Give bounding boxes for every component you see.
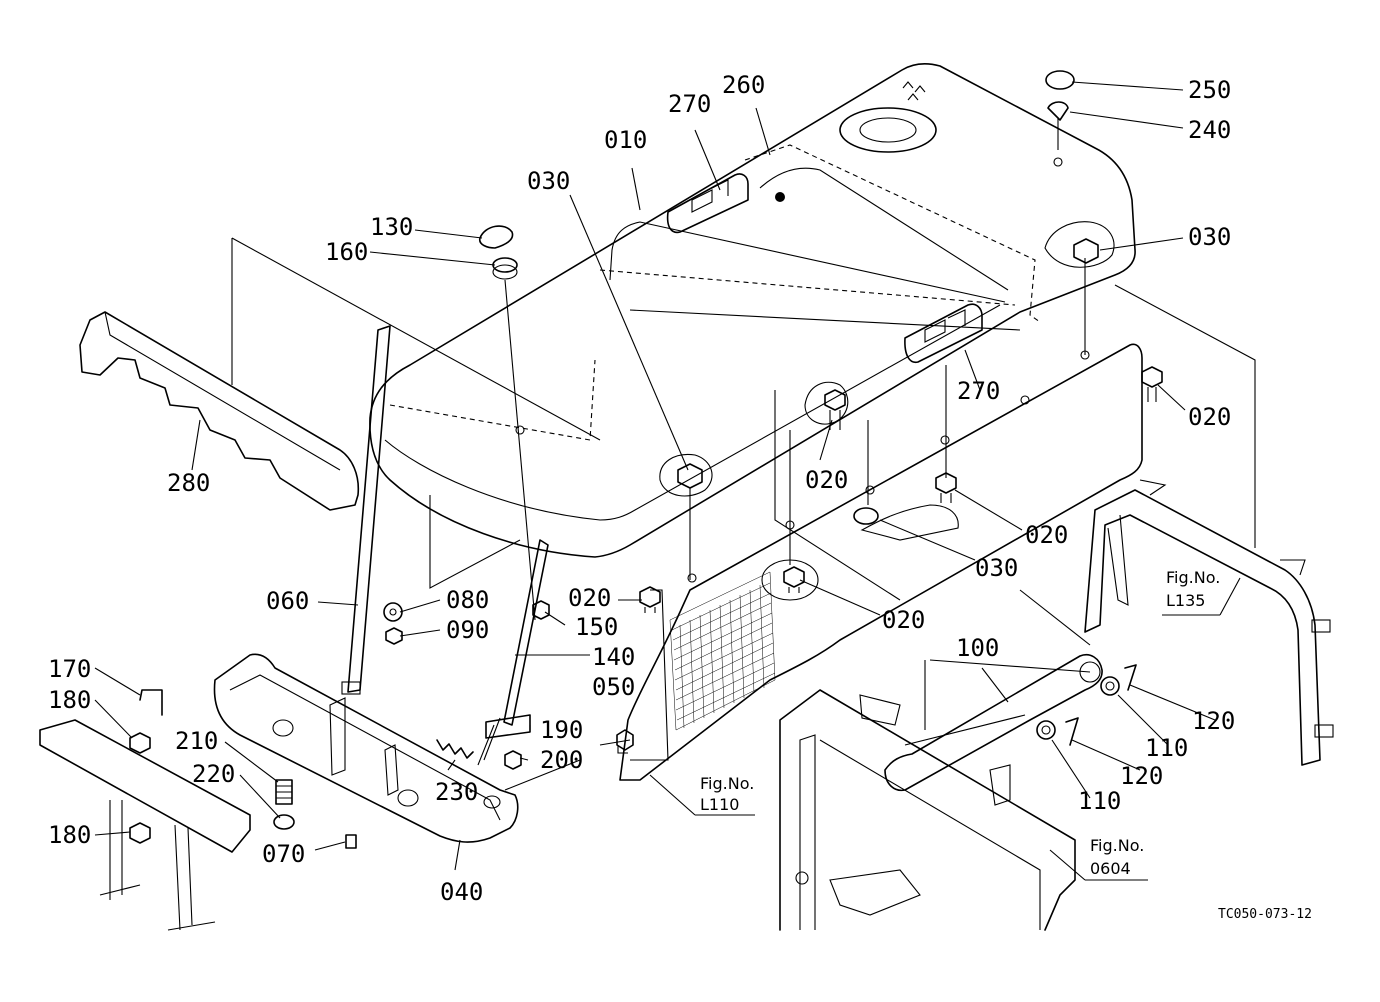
hood-seal-260: [775, 192, 785, 202]
label-260: 260: [722, 71, 765, 99]
bonnet-010: [369, 63, 1136, 558]
label-140: 140: [592, 643, 635, 671]
cap-250: [1045, 70, 1075, 90]
pin-120-a: [1124, 664, 1137, 691]
bolt-020-d: [639, 586, 661, 613]
label-180-top: 180: [48, 686, 91, 714]
grille-mesh: [671, 582, 776, 729]
label-020-right: 020: [1188, 403, 1231, 431]
label-200: 200: [540, 746, 583, 774]
alignment-lines: [231, 237, 1256, 730]
label-020-lower: 020: [1025, 521, 1068, 549]
label-280: 280: [167, 469, 210, 497]
link-arm-100: [884, 654, 1103, 792]
label-050: 050: [592, 673, 635, 701]
label-230: 230: [435, 778, 478, 806]
spring-210: [275, 779, 293, 805]
u-bolt-170: [139, 689, 163, 716]
nuts-030: [677, 238, 1099, 525]
label-210: 210: [175, 727, 218, 755]
fig-ref-l110-prefix: Fig.No.: [700, 774, 754, 793]
label-070: 070: [262, 840, 305, 868]
label-120-left: 120: [1120, 762, 1163, 790]
label-060: 060: [266, 587, 309, 615]
front-frame-040: [213, 653, 519, 843]
label-040: 040: [440, 878, 483, 906]
damper-220: [273, 814, 295, 830]
pin-240: [1047, 101, 1069, 150]
label-010: 010: [604, 126, 647, 154]
nut-180-a: [129, 732, 151, 754]
label-030-top: 030: [527, 167, 570, 195]
label-110-right: 110: [1145, 734, 1188, 762]
label-020-mid: 020: [805, 466, 848, 494]
side-cover: [619, 343, 1143, 781]
callout-labels: 010 270 260 030 130 160 250 240 030 020 …: [48, 71, 1235, 906]
washer-110-a: [1100, 676, 1120, 696]
figure-references: Fig.No. L110 Fig.No. L135 Fig.No. 0604: [700, 568, 1220, 878]
bracket-190: [485, 714, 531, 739]
rod-140: [477, 539, 549, 766]
side-panel-280: [79, 311, 360, 511]
label-080: 080: [446, 586, 489, 614]
spring-230: [436, 739, 474, 759]
label-170: 170: [48, 655, 91, 683]
label-030-right: 030: [1188, 223, 1231, 251]
label-120-right: 120: [1192, 707, 1235, 735]
label-250: 250: [1188, 76, 1231, 104]
fig-ref-0604-prefix: Fig.No.: [1090, 836, 1144, 855]
label-030-lower: 030: [975, 554, 1018, 582]
label-100: 100: [956, 634, 999, 662]
label-270-mid: 270: [957, 377, 1000, 405]
label-180-bottom: 180: [48, 821, 91, 849]
screw-070: [345, 834, 357, 849]
label-020-left: 020: [568, 584, 611, 612]
grommet-160: [492, 257, 518, 280]
bolt-090: [385, 627, 403, 645]
bolts-020: [639, 366, 1163, 613]
bolt-020-b: [1141, 366, 1163, 402]
label-150: 150: [575, 613, 618, 641]
front-bracket: [39, 719, 251, 931]
pin-120-b: [1065, 717, 1079, 746]
bolt-050: [616, 729, 634, 754]
stay-060: [341, 325, 391, 695]
knob-130: [478, 225, 514, 249]
label-130: 130: [370, 213, 413, 241]
label-110-left: 110: [1078, 787, 1121, 815]
washer-080: [383, 602, 403, 622]
figure-reference-leaders: [649, 577, 1241, 881]
washer-110-b: [1036, 720, 1056, 740]
fig-ref-0604: 0604: [1090, 859, 1131, 878]
callout-leaders: [94, 81, 1216, 871]
fig-ref-l110: L110: [700, 795, 739, 814]
lower-frame-0604: [779, 689, 1076, 931]
drawing-code: TC050-073-12: [1218, 907, 1312, 922]
label-240: 240: [1188, 116, 1231, 144]
nut-180-b: [129, 822, 151, 844]
label-270-top: 270: [668, 90, 711, 118]
label-160: 160: [325, 238, 368, 266]
label-090: 090: [446, 616, 489, 644]
label-190: 190: [540, 716, 583, 744]
bolt-200: [504, 750, 522, 770]
label-020-grille: 020: [882, 606, 925, 634]
fig-ref-l135-prefix: Fig.No.: [1166, 568, 1220, 587]
rear-frame-l135: [1084, 479, 1334, 766]
label-220: 220: [192, 760, 235, 788]
fig-ref-l135: L135: [1166, 591, 1205, 610]
